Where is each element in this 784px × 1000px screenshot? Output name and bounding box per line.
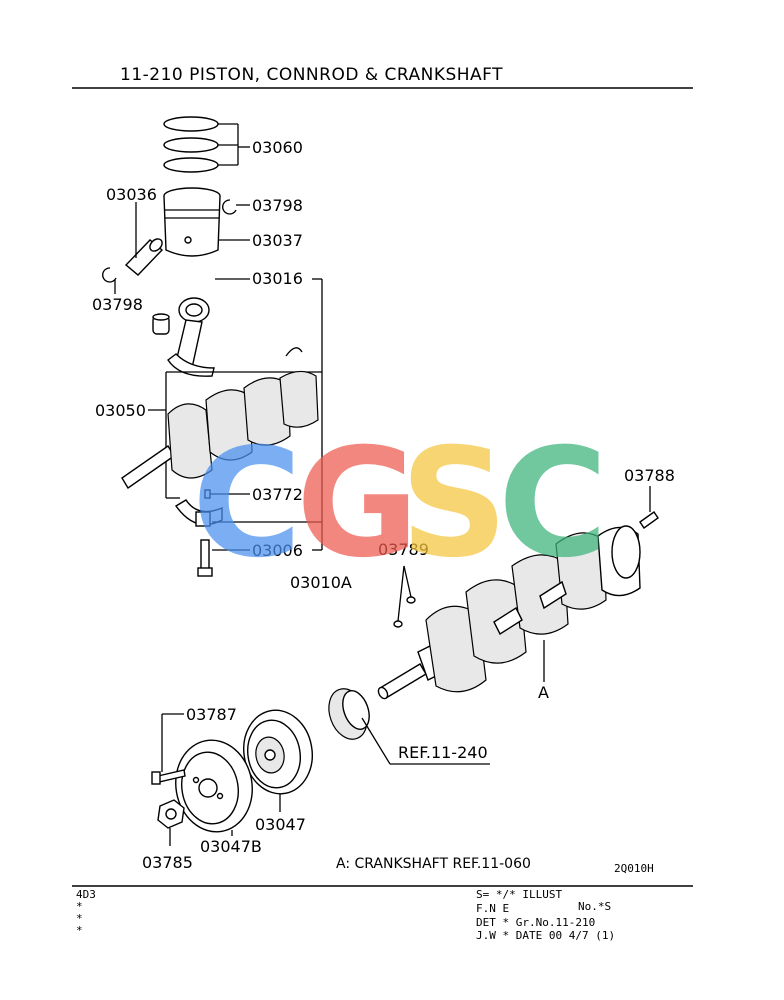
watermark-letter-4: C [498, 417, 608, 591]
crank-gear-drawing [328, 688, 370, 740]
footer-row-3: DET * Gr.No.11-210 [476, 916, 595, 929]
leader-ref-11-240 [361, 717, 490, 765]
part-label-03060: 03060 [252, 138, 303, 157]
footer-illust-no: No.*S [578, 900, 611, 913]
watermark-letter-2: G [296, 417, 419, 591]
leader-03016-bracket [165, 278, 323, 550]
footer-row-1: S= */* ILLUST [476, 888, 562, 901]
watermark-letter-3: S [400, 417, 508, 591]
diagram-title: 11-210 PISTON, CONNROD & CRANKSHAFT [120, 65, 503, 85]
part-label-03047b: 03047B [200, 837, 262, 856]
crankshaft-main-drawing [377, 525, 641, 700]
pulley-03047b-drawing [175, 739, 253, 833]
part-label-03037: 03037 [252, 231, 303, 250]
part-label-03798-upper: 03798 [252, 196, 303, 215]
part-label-03772: 03772 [252, 485, 303, 504]
footer-model: 4D3 [76, 888, 96, 901]
watermark-cgsc: C G S C [192, 417, 608, 591]
pulley-bolt-drawing [151, 769, 186, 785]
part-label-03036: 03036 [106, 185, 157, 204]
part-label-03050: 03050 [95, 401, 146, 420]
leader-03789 [397, 565, 412, 622]
connrod-cap-drawing [174, 499, 223, 527]
part-label-A: A [538, 683, 549, 702]
pulley-03047-drawing [243, 709, 313, 795]
leader-03787 [161, 713, 184, 772]
watermark-letter-1: C [192, 417, 302, 591]
pulley-nut-drawing [157, 799, 185, 829]
dowel-pin-drawing [639, 511, 659, 529]
ref-label-11-240: REF.11-240 [398, 743, 488, 762]
crankshaft-small-drawing [121, 347, 319, 490]
part-label-03016: 03016 [252, 269, 303, 288]
footer-star-2: * [76, 912, 83, 925]
diagram-code: 2Q010H [614, 862, 654, 875]
crankshaft-footnote: A: CRANKSHAFT REF.11-060 [336, 856, 531, 872]
part-label-03785: 03785 [142, 853, 193, 872]
connrod-bolt-drawing [197, 539, 213, 577]
part-label-03006: 03006 [252, 541, 303, 560]
footer-row-4: J.W * DATE 00 4/7 (1) [476, 929, 615, 942]
snap-ring-lower [102, 267, 117, 283]
part-label-03787: 03787 [186, 705, 237, 724]
part-label-03798-lower: 03798 [92, 295, 143, 314]
piston-rings-drawing [163, 116, 219, 173]
footer-row-2: F.N E [476, 902, 509, 915]
part-label-03789: 03789 [378, 540, 429, 559]
piston-drawing [163, 187, 221, 257]
piston-pin-drawing [124, 238, 164, 276]
connecting-rod-drawing [167, 297, 215, 377]
leader-03060 [218, 123, 250, 166]
bearing-tab [204, 489, 211, 499]
footer-star-1: * [76, 900, 83, 913]
part-label-03010A: 03010A [290, 573, 352, 592]
part-label-03788: 03788 [624, 466, 675, 485]
snap-ring-upper [222, 199, 237, 215]
connrod-bushing-drawing [152, 313, 170, 335]
woodruff-keys-drawing [393, 596, 416, 628]
part-label-03047: 03047 [255, 815, 306, 834]
footer-star-3: * [76, 924, 83, 937]
